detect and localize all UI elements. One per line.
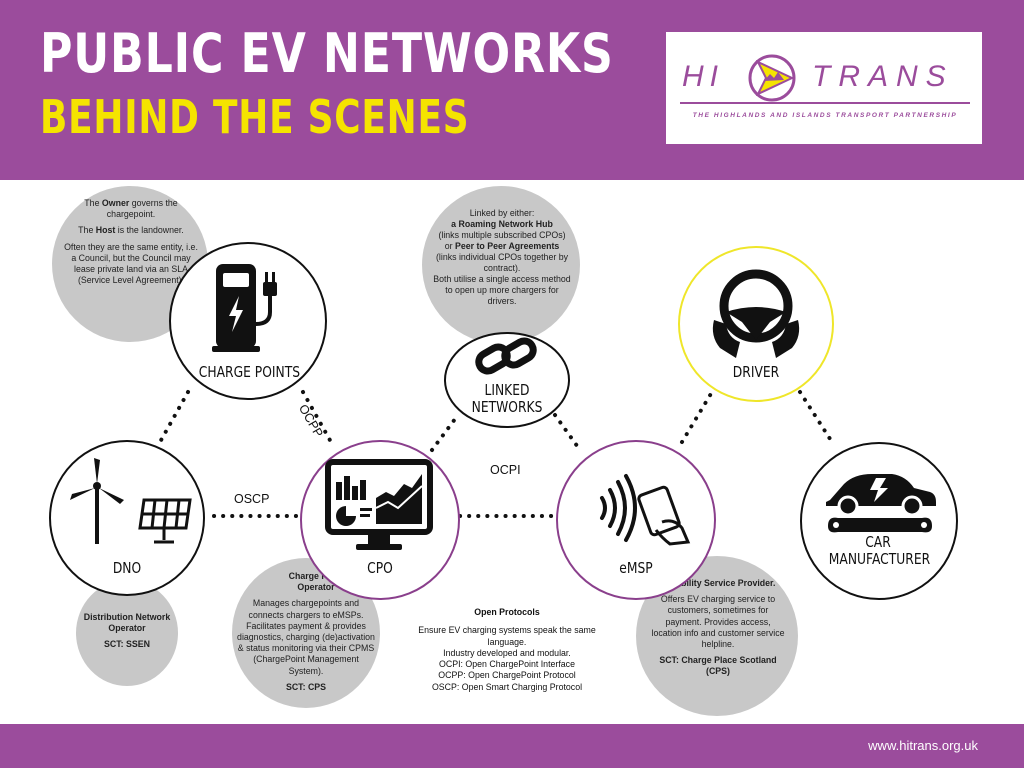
cpo-label: CPO [367, 559, 393, 577]
connector-charge-cpo [301, 390, 333, 444]
connector-linked-emsp [553, 413, 582, 452]
contactless-card-icon [600, 474, 691, 546]
charge-points-label: CHARGE POINTS [198, 363, 301, 381]
car-wrench-icon [826, 474, 936, 533]
footer-bar: www.hitrans.org.uk [0, 724, 1024, 768]
cpo-info-text: Charge Point Operator Manages chargepoin… [237, 571, 375, 692]
connector-driver-car [798, 390, 834, 444]
linked-networks-label: LINKED NETWORKS [471, 381, 543, 416]
hitrans-logo: HI TRANS THE HIGHLANDS AND ISLANDS TRANS… [666, 32, 982, 144]
dno-info-bubble [76, 580, 178, 686]
dno-node [49, 440, 205, 596]
car-manufacturer-label: CAR MANUFACTURER [828, 533, 931, 568]
steering-wheel-icon [712, 269, 800, 358]
website-link[interactable]: www.hitrans.org.uk [868, 738, 978, 753]
emsp-label: eMSP [619, 559, 653, 577]
connector-charge-dno [158, 390, 190, 444]
dno-label: DNO [112, 559, 142, 577]
page-title: PUBLIC EV NETWORKS [40, 22, 614, 85]
open-protocols-title: Open Protocols [474, 607, 540, 617]
driver-label: DRIVER [732, 363, 780, 381]
wind-turbine-solar-icon [70, 458, 192, 544]
linked-info-bubble [422, 186, 580, 344]
open-protocols-panel: Open Protocols Ensure EV charging system… [416, 607, 598, 693]
charger-icon [212, 264, 277, 352]
logo-right-word: TRANS [812, 60, 954, 93]
dno-info-text: Distribution Network Operator SCT: SSEN [83, 612, 171, 650]
logo-tagline: THE HIGHLANDS AND ISLANDS TRANSPORT PART… [692, 112, 958, 119]
page-subtitle: BEHIND THE SCENES [40, 90, 470, 144]
header-banner: PUBLIC EV NETWORKS BEHIND THE SCENES HI … [0, 0, 1024, 180]
logo-arrow-icon [748, 54, 796, 102]
owner-info-text: The Owner governs the chargepoint. The H… [64, 198, 198, 286]
linked-info-text: Linked by either: a Roaming Network Hub … [433, 208, 571, 306]
chain-link-icon [475, 337, 537, 375]
emsp-info-text: e-Mobility Service Provider. Offers EV c… [651, 578, 785, 677]
logo-left-word: HI [682, 60, 724, 93]
monitor-dashboard-icon [325, 459, 433, 550]
oscp-protocol-label: OSCP [234, 492, 270, 506]
connector-cpo-linked [430, 413, 460, 452]
ocpi-protocol-label: OCPI [490, 463, 521, 477]
logo-divider [680, 102, 970, 104]
emsp-node [556, 440, 716, 600]
connector-emsp-driver [680, 390, 714, 444]
linked-networks-node [444, 332, 570, 428]
